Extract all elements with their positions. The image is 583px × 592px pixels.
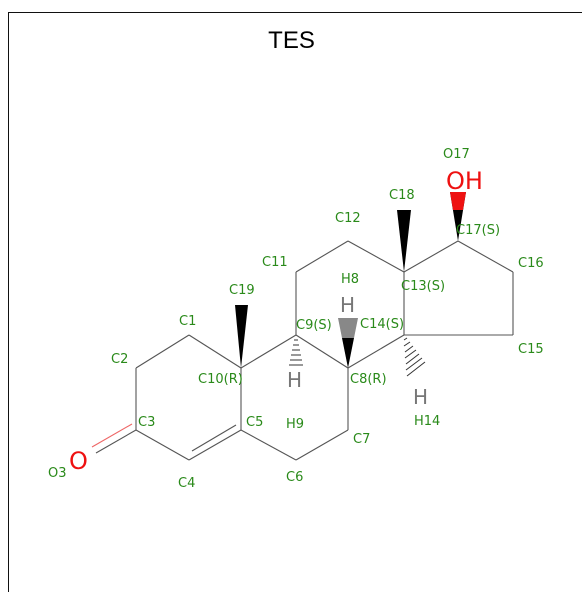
label-c3: C3 [138, 415, 155, 430]
bond-c3-o3 [95, 429, 137, 454]
label-c17: C17(S) [456, 223, 500, 238]
wedge-c8-h8-black [342, 338, 354, 368]
bond-c8-c9 [295, 334, 349, 369]
hash-c9-h9 [289, 339, 303, 366]
atom-h14: H [413, 385, 428, 409]
label-c16: C16 [518, 256, 544, 271]
canvas-frame [8, 12, 582, 592]
atom-oh: OH [446, 167, 483, 195]
label-c12: C12 [335, 211, 361, 226]
wedge-c17-o17-tip [450, 192, 466, 210]
bond-lines [91, 240, 514, 461]
bond-c14-c8 [347, 334, 405, 369]
atom-h9: H [287, 368, 302, 392]
label-c4: C4 [178, 476, 195, 491]
label-c11: C11 [262, 255, 288, 270]
label-c15: C15 [518, 342, 544, 357]
bond-c10-c1 [188, 334, 242, 369]
bond-c3-c4 [135, 429, 190, 461]
atom-labels: C1 C2 C3 O3 C4 C5 C6 C7 C8(R) C9(S) H9 C… [48, 147, 544, 491]
label-c8: C8(R) [350, 372, 387, 387]
bond-c5-c6 [240, 429, 297, 461]
wedge-c10-c19 [235, 305, 248, 368]
page-title: TES [268, 27, 315, 54]
label-c14: C14(S) [360, 317, 404, 332]
label-h8: H8 [341, 272, 359, 287]
hash-c14-h14 [403, 337, 426, 377]
label-c13: C13(S) [401, 279, 445, 294]
bond-c4-c5-double [191, 424, 237, 452]
label-c10: C10(R) [198, 372, 243, 387]
bond-c3-o3-double [91, 423, 133, 448]
hash-bonds [289, 337, 426, 377]
bond-c4-c5 [188, 429, 242, 461]
label-o3: O3 [48, 466, 67, 481]
atom-o3: O [69, 447, 88, 475]
label-c19: C19 [229, 283, 255, 298]
wedge-c8-h8-grey [338, 318, 358, 338]
atom-symbols: OH O H H H [69, 167, 483, 475]
label-c9: C9(S) [296, 318, 332, 333]
bond-c13-c17 [403, 240, 459, 273]
label-c5: C5 [246, 415, 263, 430]
wedge-c13-c18 [397, 210, 411, 272]
label-o17: O17 [443, 147, 470, 162]
label-c18: C18 [389, 188, 415, 203]
atom-h8: H [340, 293, 355, 317]
bond-c17-c16 [457, 240, 514, 273]
label-h9: H9 [286, 417, 304, 432]
bond-c6-c7 [295, 429, 349, 461]
bond-c12-c13 [347, 240, 405, 273]
bond-c1-c2 [135, 334, 190, 369]
label-h14: H14 [414, 414, 440, 429]
label-c7: C7 [353, 432, 370, 447]
label-c1: C1 [179, 314, 196, 329]
wedge-bonds [235, 192, 466, 368]
label-c6: C6 [286, 470, 303, 485]
bond-c9-c10 [240, 334, 297, 369]
label-c2: C2 [111, 352, 128, 367]
bond-c11-c12 [295, 240, 349, 273]
